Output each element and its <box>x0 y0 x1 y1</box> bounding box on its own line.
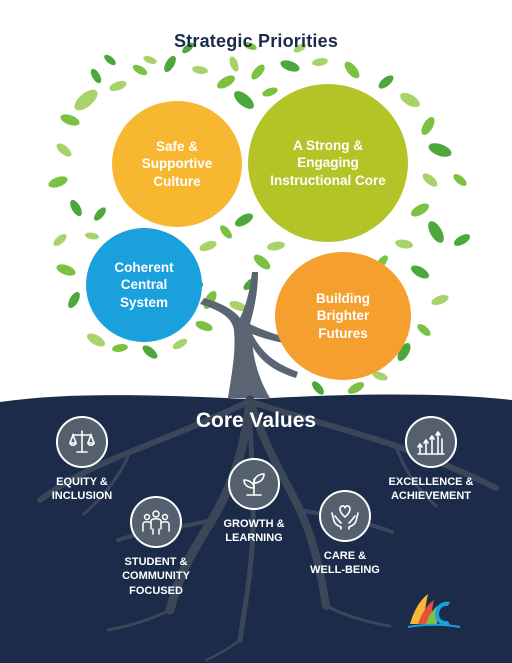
core-value-equity-inclusion: EQUITY & INCLUSION <box>40 416 124 504</box>
scales-of-justice-icon <box>56 416 108 468</box>
leaf <box>132 64 148 76</box>
leaf <box>104 54 116 66</box>
leaf <box>109 80 127 92</box>
leaf <box>372 371 388 381</box>
core-value-label: STUDENT & COMMUNITY FOCUSED <box>122 556 190 597</box>
leaf <box>229 56 239 72</box>
leaf <box>90 68 102 84</box>
leaf <box>60 114 80 126</box>
leaf <box>395 239 413 249</box>
leaf <box>243 42 257 50</box>
leaf <box>411 265 429 279</box>
leaf <box>312 57 328 67</box>
core-value-excellence-achievement: EXCELLENCE & ACHIEVEMENT <box>374 416 488 504</box>
leaf <box>94 207 106 221</box>
leaf <box>234 91 254 109</box>
leaf <box>199 240 217 252</box>
priority-label: A Strong & Engaging Instructional Core <box>270 137 386 188</box>
leaf <box>142 345 158 359</box>
leaf <box>87 333 105 347</box>
sprouting-plant-icon <box>228 458 280 510</box>
leaf <box>428 221 444 243</box>
leaf <box>182 42 194 54</box>
leaf <box>431 294 449 306</box>
core-value-growth-learning: GROWTH & LEARNING <box>206 458 302 546</box>
priority-coherent-central-system: Coherent Central System <box>86 228 202 342</box>
priority-safe-supportive-culture: Safe & Supportive Culture <box>112 101 242 227</box>
leaf <box>192 65 208 75</box>
rising-bars-arrows-icon <box>405 416 457 468</box>
priority-label: Safe & Supportive Culture <box>141 138 213 189</box>
leaf <box>48 176 68 188</box>
leaf <box>344 61 360 79</box>
page-title: Strategic Priorities <box>173 31 339 51</box>
tree-trunk <box>200 272 298 398</box>
leaf <box>428 143 452 157</box>
leaf <box>251 64 265 80</box>
tree-leaves <box>48 42 471 395</box>
leaf <box>411 203 429 217</box>
heart-in-hands-icon <box>319 490 371 542</box>
leaf <box>143 56 157 64</box>
leaf <box>172 338 188 350</box>
core-value-label: CARE & WELL-BEING <box>310 550 380 577</box>
core-value-label: EXCELLENCE & ACHIEVEMENT <box>388 476 474 503</box>
leaf <box>56 143 72 157</box>
leaf <box>85 232 99 240</box>
leaf <box>422 173 438 187</box>
priority-label: Coherent Central System <box>114 259 174 310</box>
leaf <box>378 75 394 89</box>
leaf <box>68 291 80 309</box>
leaf <box>235 213 253 227</box>
priority-label: Building Brighter Futures <box>316 290 370 341</box>
core-value-label: EQUITY & INCLUSION <box>51 476 113 503</box>
community-people-icon <box>130 496 182 548</box>
core-values-title: Core Values <box>195 409 317 432</box>
leaf <box>164 55 176 73</box>
leaf <box>312 381 324 395</box>
leaf <box>70 199 82 217</box>
tree-roots <box>37 395 499 662</box>
leaf <box>112 343 128 353</box>
leaf <box>253 254 271 270</box>
leaf <box>453 174 467 186</box>
leaf <box>280 60 300 72</box>
leaf <box>417 324 431 336</box>
leaf <box>195 320 213 332</box>
leaf <box>347 382 365 394</box>
core-value-student-community-focused: STUDENT & COMMUNITY FOCUSED <box>106 496 206 598</box>
leaf <box>397 343 411 361</box>
district-logo <box>408 594 460 628</box>
leaf <box>229 300 247 312</box>
leaf <box>217 75 235 89</box>
core-value-label: GROWTH & LEARNING <box>223 518 285 545</box>
leaf <box>262 87 278 97</box>
leaf <box>53 234 67 246</box>
leaf <box>220 225 232 239</box>
leaf <box>293 43 307 53</box>
leaf <box>267 241 285 251</box>
ground-soil <box>0 394 512 663</box>
leaf <box>453 234 471 246</box>
leaf <box>56 264 76 276</box>
leaf <box>74 89 98 111</box>
priority-strong-engaging-instructional-core: A Strong & Engaging Instructional Core <box>248 84 408 242</box>
priority-building-brighter-futures: Building Brighter Futures <box>275 252 411 380</box>
core-value-care-well-being: CARE & WELL-BEING <box>300 490 390 578</box>
leaf <box>400 92 420 108</box>
leaf <box>421 117 435 135</box>
